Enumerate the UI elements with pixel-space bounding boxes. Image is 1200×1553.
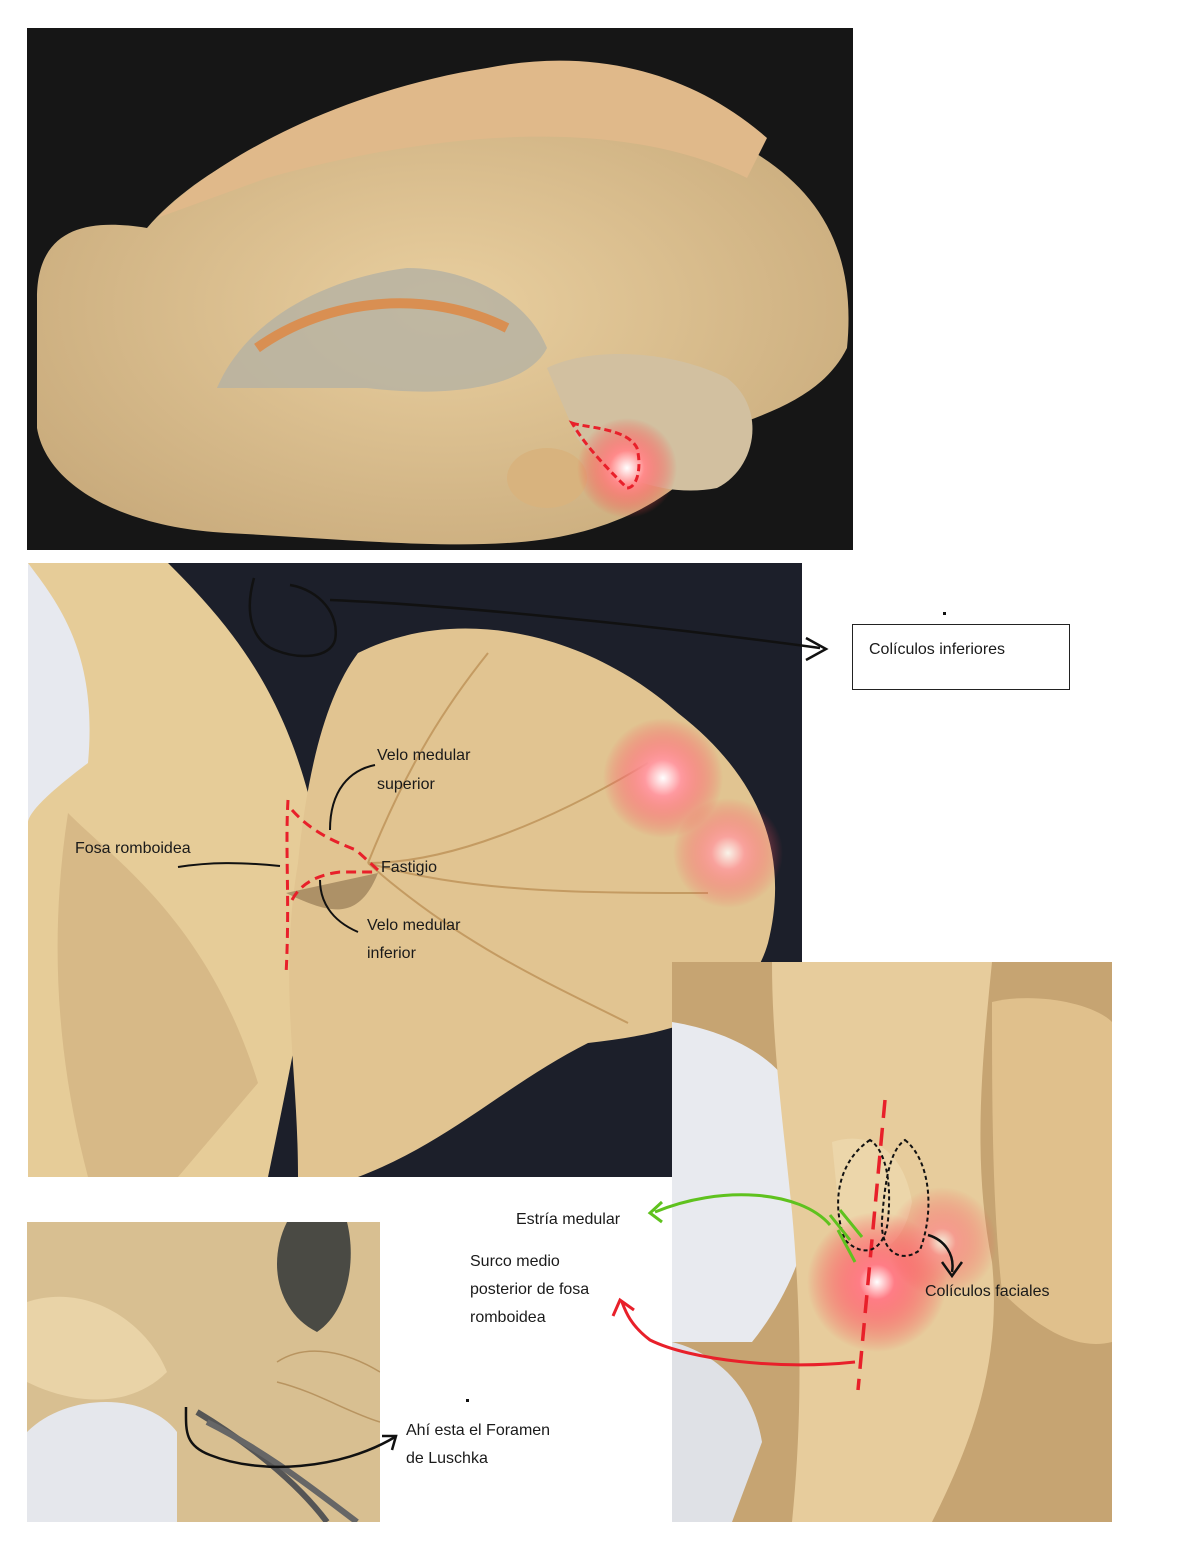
velo-medular-inferior-label-1: Velo medular <box>367 917 461 934</box>
coliculos-inferiores-label: Colículos inferiores <box>869 641 1006 658</box>
foramen-luschka-label-2: de Luschka <box>406 1450 488 1467</box>
velo-medular-superior-label-1: Velo medular <box>377 747 471 764</box>
brain-sagittal-photo <box>27 28 853 550</box>
arrow-head-icon <box>805 636 829 662</box>
arrow-head-icon <box>382 1434 398 1451</box>
coliculos-inferiores-box: Colículos inferiores <box>852 624 1070 690</box>
surco-medio-label-2: posterior de fosa <box>470 1281 590 1298</box>
arrow-head-icon <box>611 1297 635 1317</box>
fosa-romboidea-label: Fosa romboidea <box>75 840 191 857</box>
velo-medular-superior-label-2: superior <box>377 776 435 793</box>
velo-medular-inferior-label-2: inferior <box>367 945 416 962</box>
rhomboid-fossa-photo <box>672 962 1112 1522</box>
foramen-luschka-label-1: Ahí esta el Foramen <box>406 1422 551 1439</box>
surco-medio-label-3: romboidea <box>470 1309 546 1326</box>
marker-dot <box>943 612 946 615</box>
marker-dot <box>466 1399 469 1402</box>
foramen-closeup-photo <box>27 1222 380 1522</box>
arrow-head-icon <box>647 1200 664 1224</box>
fastigio-label: Fastigio <box>381 859 438 876</box>
estria-medular-label: Estría medular <box>516 1211 621 1228</box>
surco-medio-label-1: Surco medio <box>470 1253 560 1270</box>
coliculos-faciales-label: Colículos faciales <box>925 1283 1050 1300</box>
